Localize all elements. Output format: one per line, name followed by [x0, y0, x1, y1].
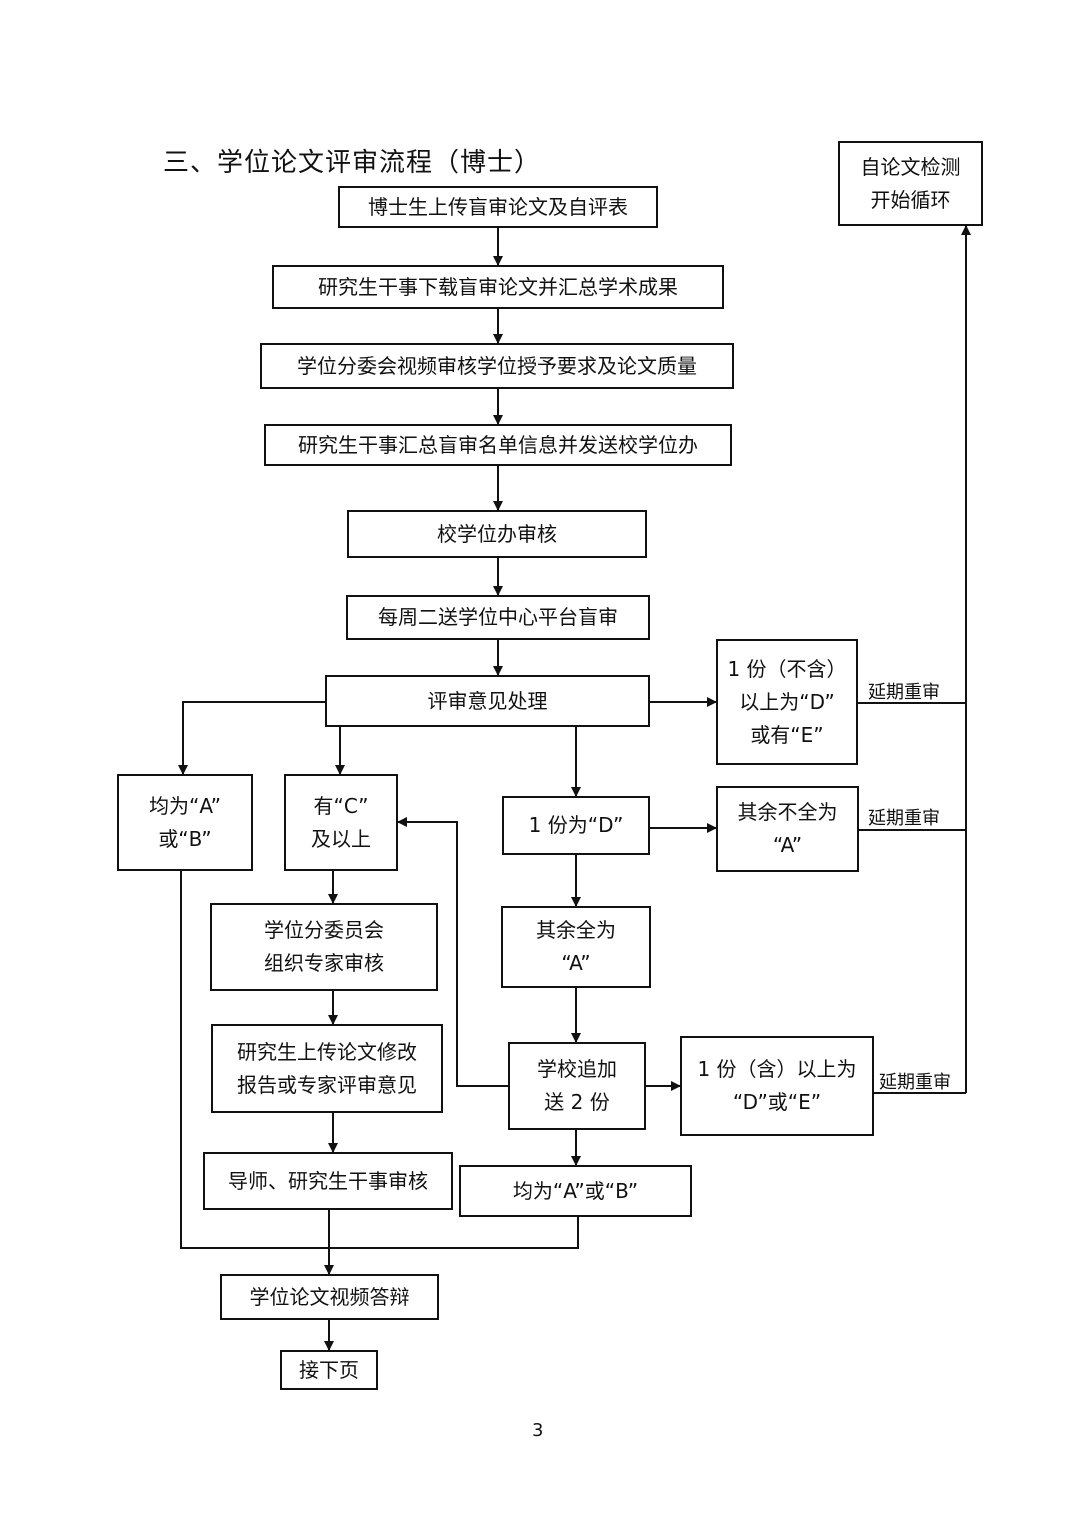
node-next-page: 接下页 — [280, 1350, 378, 1390]
node-committee-video: 学位分委会视频审核学位授予要求及论文质量 — [260, 343, 734, 389]
node-restart: 自论文检测 开始循环 — [838, 141, 983, 226]
node-has-c: 有“C” 及以上 — [284, 774, 398, 871]
node-school-review: 校学位办审核 — [347, 510, 647, 558]
node-download: 研究生干事下载盲审论文并汇总学术成果 — [272, 265, 724, 309]
arrow-opinion-allab — [178, 701, 326, 775]
node-weekly-send: 每周二送学位中心平台盲审 — [346, 595, 650, 640]
node-advisor-review: 导师、研究生干事审核 — [203, 1152, 453, 1210]
node-extra-two: 学校追加 送 2 份 — [508, 1042, 646, 1130]
node-upload-report: 研究生上传论文修改 报告或专家评审意见 — [211, 1024, 443, 1113]
line-allab-merge — [180, 871, 329, 1249]
arrow-extratwo-hasc — [397, 817, 508, 1087]
node-rest-not-a: 其余不全为 “A” — [716, 786, 859, 872]
label-delay-1: 延期重审 — [868, 682, 940, 703]
node-defense: 学位论文视频答辩 — [220, 1274, 439, 1320]
node-opinion: 评审意见处理 — [325, 675, 650, 727]
node-de-two: 1 份（含）以上为 “D”或“E” — [680, 1036, 874, 1136]
node-rest-a: 其余全为 “A” — [501, 906, 651, 988]
line-allab2-merge — [329, 1217, 579, 1249]
node-one-d: 1 份为“D” — [502, 796, 650, 855]
node-summary: 研究生干事汇总盲审名单信息并发送校学位办 — [264, 424, 732, 466]
node-expert-org: 学位分委员会 组织专家审核 — [210, 903, 438, 991]
node-all-ab: 均为“A” 或“B” — [117, 774, 253, 871]
label-delay-3: 延期重审 — [879, 1072, 951, 1093]
node-all-ab2: 均为“A”或“B” — [459, 1165, 692, 1217]
page-number: 3 — [532, 1420, 544, 1441]
label-delay-2: 延期重审 — [868, 808, 940, 829]
node-multi-de: 1 份（不含） 以上为“D” 或有“E” — [716, 639, 858, 765]
page-title: 三、学位论文评审流程（博士） — [163, 148, 542, 178]
node-upload: 博士生上传盲审论文及自评表 — [338, 186, 658, 228]
